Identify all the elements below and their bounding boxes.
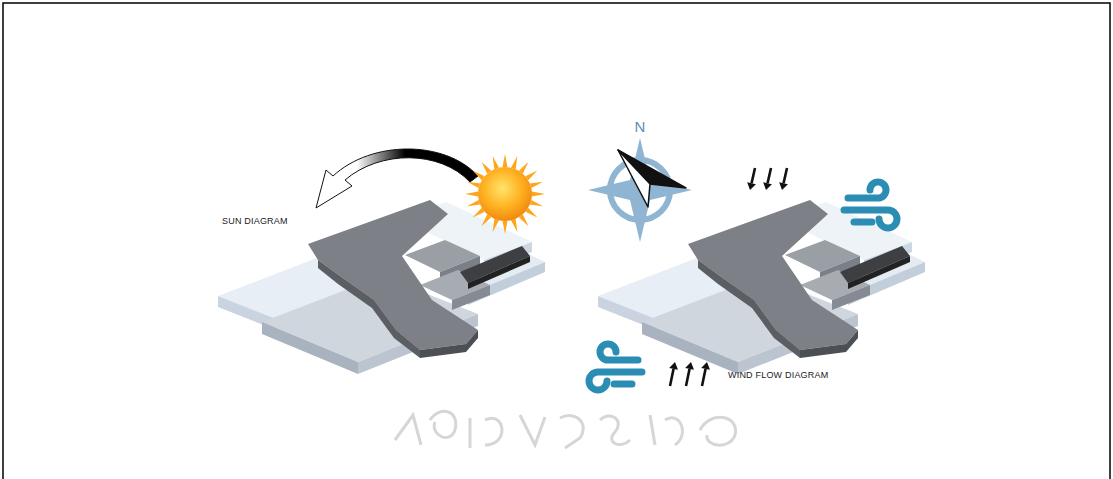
wind-arrow — [784, 168, 787, 183]
sun-ray — [467, 200, 480, 206]
frame — [3, 3, 1110, 479]
sun-ray — [532, 192, 545, 197]
sun-ray — [530, 182, 543, 188]
sun-ray — [503, 221, 508, 234]
wind-arrow — [686, 369, 690, 386]
sun-icon — [465, 154, 545, 234]
wind-arrowhead — [669, 362, 678, 370]
wind-icon — [589, 344, 642, 390]
wind-arrowhead — [701, 362, 710, 370]
compass-rose — [588, 138, 692, 242]
wind-arrows — [669, 362, 710, 386]
sun-ray — [465, 192, 478, 197]
building-massing — [598, 200, 925, 374]
wind-arrowhead — [747, 182, 756, 190]
building-massing — [218, 200, 545, 374]
wind-arrowhead — [685, 362, 694, 370]
wind-arrow — [752, 168, 755, 183]
sun-ray — [467, 182, 480, 188]
diagram-title: SUN DIAGRAM — [222, 216, 288, 226]
wind-arrow — [670, 369, 674, 386]
sun-ray — [511, 156, 517, 169]
sun-ray — [503, 154, 508, 167]
wind-arrows — [747, 168, 788, 190]
watermark — [395, 411, 736, 448]
sun-ray — [511, 219, 517, 232]
wind-icon — [844, 182, 897, 228]
sun-ray — [530, 200, 543, 206]
sun-ray — [493, 219, 499, 232]
compass-north: N — [634, 118, 645, 135]
wind-arrowhead — [779, 182, 788, 190]
wind-arrow — [702, 369, 706, 386]
wind-arrow — [768, 168, 771, 183]
wind-arrowhead — [763, 182, 772, 190]
sun-ray — [493, 156, 499, 169]
sun-path-arrow — [316, 149, 478, 208]
diagram-title: WIND FLOW DIAGRAM — [728, 370, 828, 380]
